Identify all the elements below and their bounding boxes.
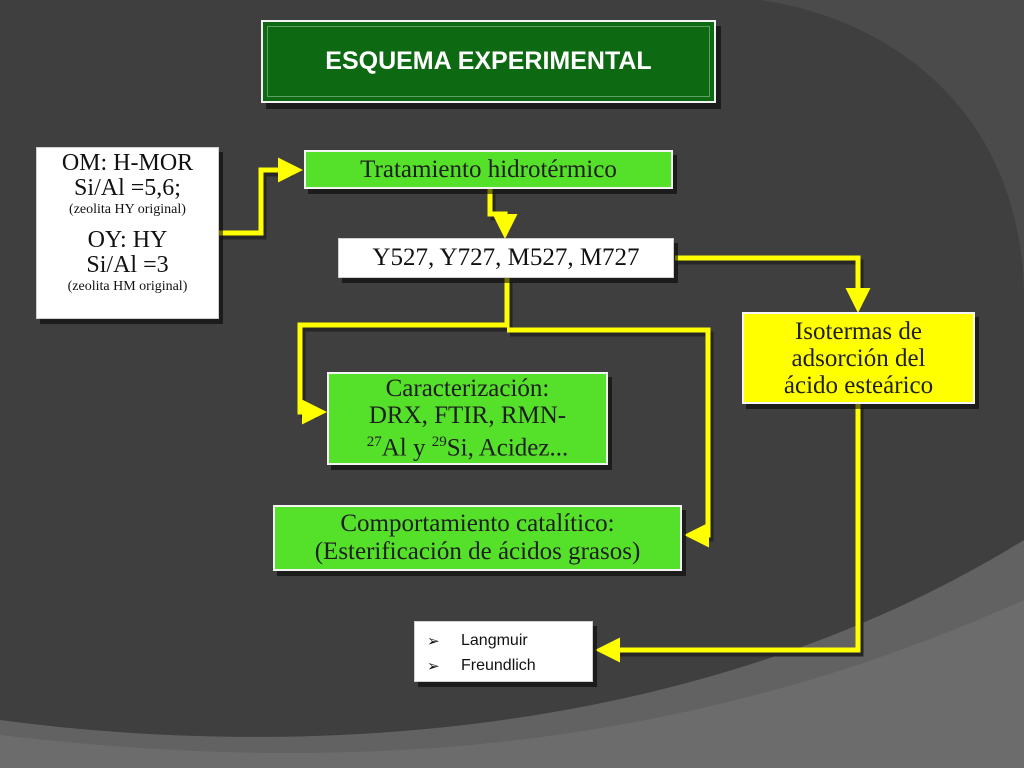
isotherms-box: Isotermas de adsorción del ácido esteári… <box>742 312 975 404</box>
title-box: ESQUEMA EXPERIMENTAL <box>261 20 716 103</box>
arrow-origin-to-treatment <box>219 157 303 236</box>
arrow-samples-to-catalytic <box>507 327 711 548</box>
oy-note: (zeolita HM original) <box>67 279 188 294</box>
list-item: ➢ Freundlich <box>415 653 592 678</box>
oy-ratio: Si/Al =3 <box>86 252 169 278</box>
om-ratio: Si/Al =5,6; <box>74 175 181 201</box>
title-text: ESQUEMA EXPERIMENTAL <box>325 47 652 75</box>
characterization-line2: DRX, FTIR, RMN- <box>368 402 567 430</box>
origin-zeolites-box: OM: H-MOR Si/Al =5,6; (zeolita HY origin… <box>36 147 219 319</box>
characterization-box: Caracterización: DRX, FTIR, RMN- 27Al y … <box>327 372 608 465</box>
om-note: (zeolita HY original) <box>69 202 186 217</box>
model-freundlich: Freundlich <box>461 656 536 674</box>
catalytic-line2: (Esterificación de ácidos grasos) <box>314 538 641 565</box>
model-langmuir: Langmuir <box>461 631 528 649</box>
si-text: Si, Acidez... <box>446 434 569 462</box>
treatment-box: Tratamiento hidrotérmico <box>304 150 673 189</box>
characterization-line3: 27Al y 29Si, Acidez... <box>329 429 606 461</box>
samples-label: Y527, Y727, M527, M727 <box>372 244 640 271</box>
band-bottom-light <box>0 600 1024 768</box>
si-isotope: 29 <box>431 434 447 451</box>
arrow-samples-to-isotherms <box>675 255 871 313</box>
catalytic-line1: Comportamiento catalítico: <box>340 510 615 537</box>
isotherms-line3: ácido esteárico <box>783 371 934 399</box>
arrow-bullet-icon: ➢ <box>427 632 440 650</box>
al-text: Al y <box>381 434 432 462</box>
catalytic-box: Comportamiento catalítico: (Esterificaci… <box>273 505 682 571</box>
treatment-label: Tratamiento hidrotérmico <box>360 156 617 183</box>
isotherms-line1: Isotermas de <box>794 317 923 345</box>
corner-band-top-right <box>760 0 1024 300</box>
characterization-line1: Caracterización: <box>385 375 550 403</box>
arrow-treatment-to-samples <box>487 189 518 239</box>
om-title: OM: H-MOR <box>61 150 194 176</box>
oy-title: OY: HY <box>87 227 168 253</box>
arrow-bullet-icon: ➢ <box>427 657 440 675</box>
list-item: ➢ Langmuir <box>415 628 592 653</box>
arrow-isotherms-to-models <box>595 404 861 663</box>
arrow-samples-to-characterization <box>297 278 510 425</box>
samples-box: Y527, Y727, M527, M727 <box>338 238 674 278</box>
al-isotope: 27 <box>366 434 382 451</box>
isotherms-line2: adsorción del <box>791 344 926 372</box>
models-box: ➢ Langmuir ➢ Freundlich <box>414 621 593 682</box>
